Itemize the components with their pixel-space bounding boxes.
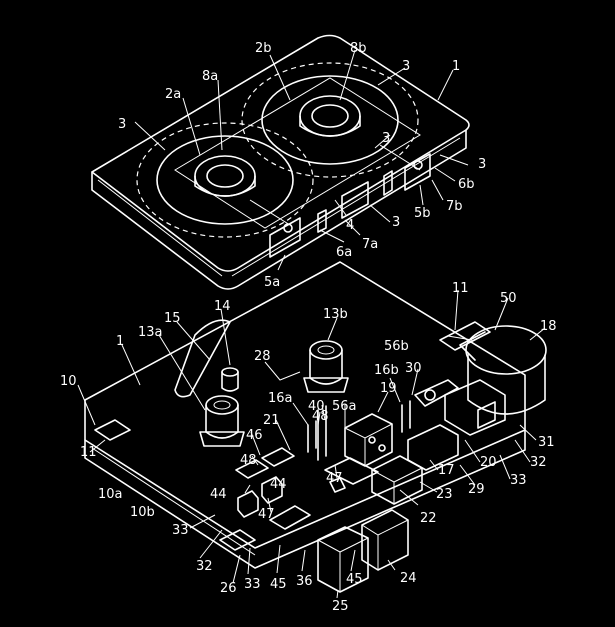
label-33-bottom: 33: [244, 577, 261, 592]
label-16a: 16a: [268, 391, 293, 406]
label-56a: 56a: [332, 399, 357, 414]
reference-labels: 1 2a 2b 3 3 3 3 3 4 5a 5b 6a 6b 7a 7b 8a…: [60, 41, 557, 614]
label-6b: 6b: [458, 177, 475, 192]
label-7a: 7a: [362, 237, 378, 252]
label-3-left: 3: [118, 117, 126, 132]
label-1-upper: 1: [452, 59, 460, 74]
label-20: 20: [480, 455, 497, 470]
label-31: 31: [538, 435, 555, 450]
label-32-left: 32: [196, 559, 213, 574]
label-1-lower: 1: [116, 334, 124, 349]
label-15: 15: [164, 311, 181, 326]
label-2a: 2a: [165, 87, 181, 102]
label-46: 46: [246, 428, 263, 443]
label-10b: 10b: [130, 505, 155, 520]
label-21: 21: [263, 413, 280, 428]
label-7b: 7b: [446, 199, 463, 214]
label-26: 26: [220, 581, 237, 596]
label-45-left: 45: [270, 577, 287, 592]
leader-lines: [77, 49, 546, 599]
label-47-mid: 47: [326, 471, 343, 486]
label-17: 17: [438, 463, 455, 478]
label-3-top: 3: [402, 59, 410, 74]
label-8b: 8b: [350, 41, 367, 56]
label-19: 19: [380, 381, 397, 396]
label-40: 40: [308, 399, 325, 414]
label-13a: 13a: [138, 325, 163, 340]
label-44-right: 44: [270, 477, 287, 492]
label-13b: 13b: [323, 307, 348, 322]
label-18: 18: [540, 319, 557, 334]
label-48-mid: 48: [312, 409, 329, 424]
label-33-right: 33: [510, 473, 527, 488]
label-22: 22: [420, 511, 437, 526]
label-28: 28: [254, 349, 271, 364]
label-3-mid: 3: [382, 131, 390, 146]
label-24: 24: [400, 571, 417, 586]
label-2b: 2b: [255, 41, 272, 56]
label-5b: 5b: [414, 206, 431, 221]
label-23: 23: [436, 487, 453, 502]
label-44-left: 44: [210, 487, 227, 502]
label-48-left: 48: [240, 453, 257, 468]
label-16b: 16b: [374, 363, 399, 378]
label-10: 10: [60, 374, 77, 389]
label-36: 36: [296, 574, 313, 589]
label-45-right: 45: [346, 572, 363, 587]
label-11-top: 11: [452, 281, 469, 296]
label-6a: 6a: [336, 245, 352, 260]
label-33-left: 33: [172, 523, 189, 538]
label-50: 50: [500, 291, 517, 306]
label-47-left: 47: [258, 507, 275, 522]
label-3-front: 3: [392, 215, 400, 230]
label-14: 14: [214, 299, 231, 314]
label-8a: 8a: [202, 69, 218, 84]
label-4: 4: [346, 218, 354, 233]
upper-cassette-half: [91, 34, 470, 290]
label-10a: 10a: [98, 487, 123, 502]
label-3-right: 3: [478, 157, 486, 172]
label-56b: 56b: [384, 339, 409, 354]
lower-cassette-half: [84, 261, 547, 593]
label-30: 30: [405, 361, 422, 376]
label-5a: 5a: [264, 275, 280, 290]
label-29: 29: [468, 482, 485, 497]
label-11-left: 11: [80, 445, 97, 460]
label-32-right: 32: [530, 455, 547, 470]
label-25: 25: [332, 599, 349, 614]
